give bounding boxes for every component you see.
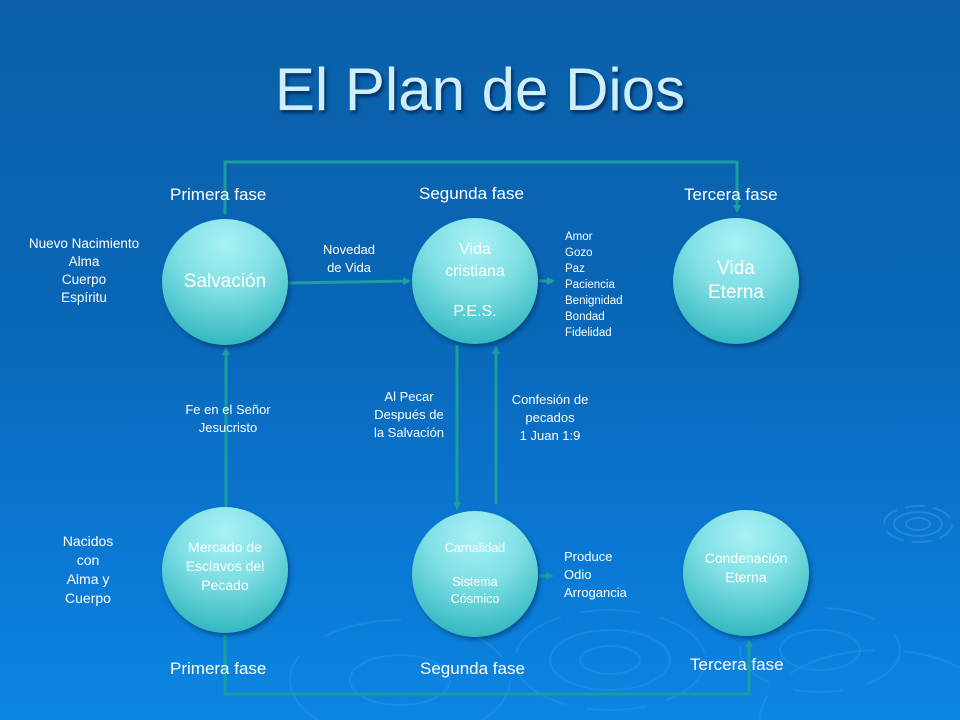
node-vida-cristiana-pes: P.E.S.: [453, 303, 497, 320]
fruto-item: Benignidad: [565, 295, 623, 307]
node-vida-cristiana-line2: cristiana: [445, 263, 505, 280]
annotation-nacidos: Nacidos con Alma y Cuerpo: [48, 532, 128, 608]
phase-label-tercera-bottom: Tercera fase: [690, 655, 784, 674]
phase-label-segunda-bottom: Segunda fase: [420, 659, 525, 678]
node-mercado-line2: Esclavos del: [185, 557, 265, 574]
annotation-line: Cuerpo: [61, 272, 107, 287]
node-salvacion-label: Salvación: [183, 271, 267, 292]
annotation-line: Produce: [564, 549, 613, 564]
node-vida-eterna-line2: Eterna: [708, 282, 764, 303]
annotation-line: Jesucristo: [198, 420, 258, 435]
node-vida-eterna-line1: Vida: [717, 258, 755, 279]
node-vida-cristiana: Vida cristiana P.E.S.: [412, 218, 538, 344]
fruto-item: Bondad: [565, 311, 605, 323]
node-carnalidad-line2: Sistema: [452, 575, 498, 589]
annotation-line: Espíritu: [61, 290, 107, 305]
annotation-line: Odio: [564, 567, 592, 582]
annotation-fe: Fe en el Señor Jesucristo: [170, 401, 286, 437]
annotation-line: pecados: [525, 410, 575, 425]
node-condenacion-eterna: Condenación Eterna: [683, 510, 809, 636]
annotation-line: Cuerpo: [65, 590, 111, 606]
annotation-line: Arrogancia: [564, 585, 627, 600]
node-condenacion-line2: Eterna: [725, 569, 767, 585]
node-carnalidad-line3: Cósmico: [450, 592, 500, 606]
top-loop-connector: [223, 160, 741, 214]
fruto-item: Fidelidad: [565, 327, 612, 339]
annotation-line: con: [76, 552, 100, 568]
page-title: El Plan de Dios: [274, 56, 686, 123]
node-carnalidad: Carnalidad Sistema Cósmico: [412, 511, 538, 637]
annotation-line: Nuevo Nacimiento: [28, 236, 140, 251]
annotation-confesion: Confesión de pecados 1 Juan 1:9: [502, 391, 598, 445]
phase-label-primera-bottom: Primera fase: [170, 659, 267, 678]
annotation-line: Fe en el Señor: [185, 402, 271, 417]
novedad-arrow: [287, 277, 411, 286]
annotation-line: Al Pecar: [384, 389, 434, 404]
fruto-item: Amor: [565, 231, 593, 243]
annotation-line: Alma y: [66, 571, 110, 587]
annotation-al-pecar: Al Pecar Después de la Salvación: [366, 388, 452, 442]
node-mercado-line3: Pecado: [201, 576, 249, 593]
annotation-line: Nacidos: [62, 533, 114, 549]
node-condenacion-line1: Condenación: [704, 550, 788, 566]
annotation-line: Confesión de: [511, 392, 589, 407]
fruto-item: Paciencia: [565, 279, 615, 291]
node-carnalidad-line1: Carnalidad: [444, 541, 506, 555]
fruto-item: Gozo: [565, 247, 593, 259]
node-mercado-line1: Mercado de: [188, 538, 262, 555]
node-salvacion: Salvación: [162, 219, 288, 345]
annotation-line: Después de: [374, 407, 444, 422]
annotation-line: Novedad: [322, 242, 376, 257]
annotation-novedad-de-vida: Novedad de Vida: [316, 241, 382, 277]
fruto-item: Paz: [565, 263, 585, 275]
annotation-line: Alma: [68, 254, 100, 269]
node-vida-cristiana-line1: Vida: [459, 241, 491, 258]
annotation-line: 1 Juan 1:9: [519, 428, 581, 443]
annotation-fruto-list: Amor Gozo Paz Paciencia Benignidad Bonda…: [565, 229, 623, 341]
bottom-loop-connector: [223, 634, 753, 696]
annotation-line: de Vida: [327, 260, 371, 275]
annotation-nuevo-nacimiento: Nuevo Nacimiento Alma Cuerpo Espíritu: [18, 235, 150, 307]
phase-label-primera-top: Primera fase: [170, 185, 267, 204]
annotation-produce: Produce Odio Arrogancia: [564, 548, 627, 602]
node-vida-eterna: Vida Eterna: [673, 218, 799, 344]
phase-label-tercera-top: Tercera fase: [684, 185, 778, 204]
annotation-line: la Salvación: [373, 425, 445, 440]
node-mercado-esclavos: Mercado de Esclavos del Pecado: [162, 507, 288, 633]
phase-label-segunda-top: Segunda fase: [419, 184, 524, 203]
